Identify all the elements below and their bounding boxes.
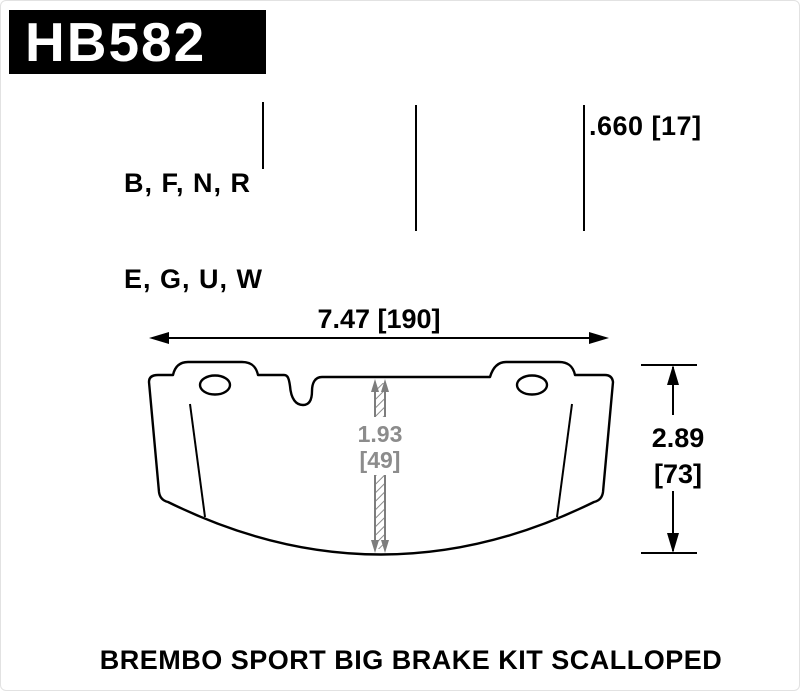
- divider-line-right: [583, 105, 585, 231]
- pad-outline: [147, 360, 615, 556]
- center-dimension-arrow-bottom-left: [371, 540, 379, 553]
- pad-hole-left: [198, 374, 232, 396]
- pad-hole-right: [515, 374, 549, 396]
- compound-codes: B, F, N, R E, G, U, W: [124, 103, 263, 359]
- compound-codes-line1: B, F, N, R: [124, 168, 252, 198]
- width-dimension-arrow-right: [589, 332, 609, 344]
- height-dimension-arrow-bottom: [667, 533, 679, 553]
- divider-line-middle: [415, 105, 417, 231]
- height-dimension-label-in: 2.89: [652, 423, 705, 453]
- divider-line-left: [262, 102, 264, 169]
- center-dimension-label-in: 1.93: [358, 421, 403, 447]
- width-dimension-arrow-left: [149, 332, 169, 344]
- kit-caption: BREMBO SPORT BIG BRAKE KIT SCALLOPED: [99, 645, 723, 675]
- pad-thickness-label: .660 [17]: [589, 111, 702, 141]
- center-dimension-arrow-top-left: [371, 379, 379, 392]
- center-dimension-arrow-bottom-right: [381, 540, 389, 553]
- center-dimension-label-mask: [351, 417, 409, 475]
- part-number: HB582: [25, 10, 207, 73]
- width-dimension-label: 7.47 [190]: [317, 304, 440, 334]
- friction-edge-left: [189, 403, 206, 518]
- part-number-box: HB582: [9, 10, 266, 74]
- center-dimension-arrow-top-right: [381, 379, 389, 392]
- center-dimension-label-mm: [49]: [360, 447, 401, 473]
- compound-codes-line2: E, G, U, W: [124, 264, 264, 294]
- friction-edge-right: [556, 403, 573, 518]
- height-dimension-arrow-top: [667, 365, 679, 385]
- height-dimension-label-mm: [73]: [654, 459, 702, 489]
